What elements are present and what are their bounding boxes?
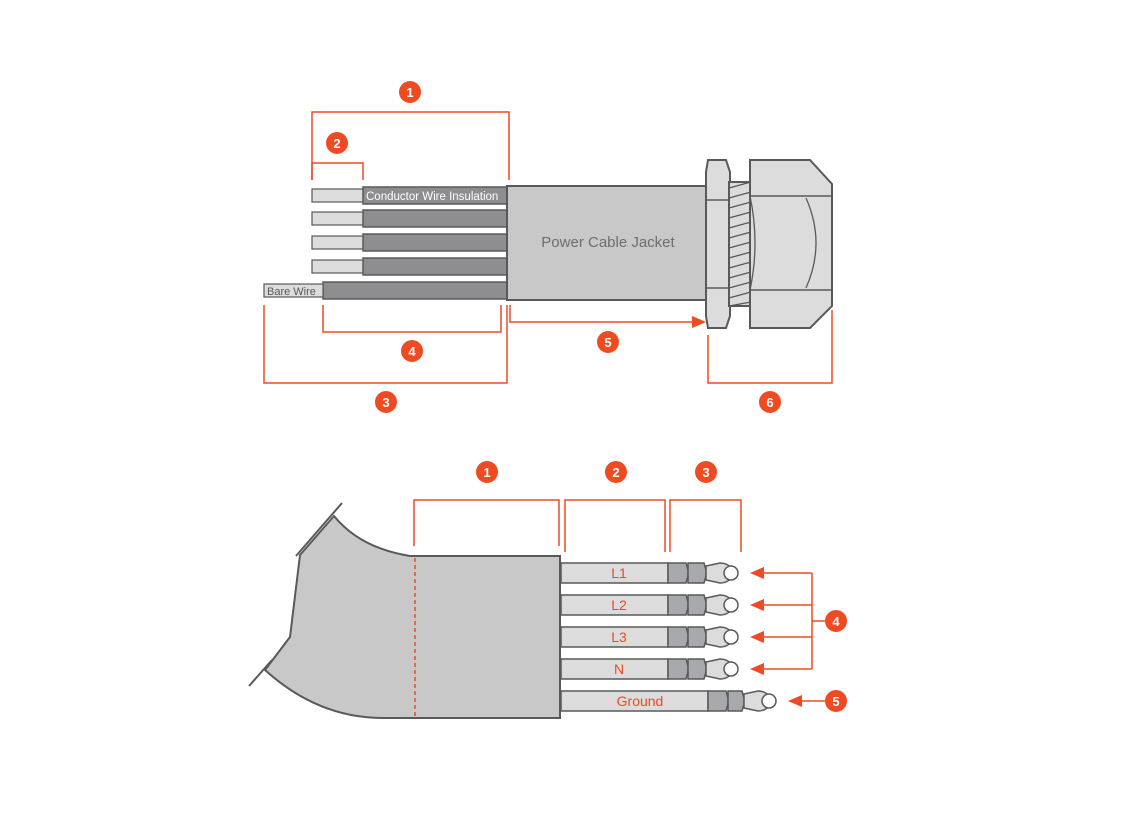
svg-text:5: 5 (604, 335, 611, 350)
ring-terminal-l1 (667, 562, 739, 584)
insulated-wire-3 (362, 233, 510, 252)
bare-wire-end-2 (311, 211, 365, 226)
bare-wire-label: Bare Wire (267, 286, 316, 298)
top-badge-6: 6 (759, 391, 781, 413)
bare-wire-conductor (322, 281, 510, 300)
svg-text:4: 4 (832, 614, 840, 629)
top-badge-5: 5 (597, 331, 619, 353)
bottom-dim-3-bracket (669, 499, 742, 552)
svg-text:1: 1 (483, 465, 490, 480)
top-badge-1: 1 (399, 81, 421, 103)
wire-l2: L2 (560, 594, 669, 616)
bottom-dimension-lines (413, 499, 826, 702)
wire-label-ground: Ground (617, 693, 664, 709)
top-diagram: Conductor Wire Insulation Bare Wire Powe… (263, 81, 833, 413)
cable-gland (705, 159, 833, 329)
top-badge-4: 4 (401, 340, 423, 362)
ring-terminal-l3 (667, 626, 739, 648)
power-cable-jacket (506, 185, 711, 301)
wire-label-n: N (614, 661, 624, 677)
bottom-badge-3: 3 (695, 461, 717, 483)
ring-terminal-n (667, 658, 739, 680)
bare-wire-end-1 (311, 188, 365, 203)
dim-5-arrowhead (692, 316, 706, 328)
bottom-dim-2-bracket (564, 499, 666, 552)
bottom-badge-4: 4 (825, 610, 847, 632)
dim-5-arrow-line (509, 305, 698, 323)
bottom-diagram: L1 L2 L3 N Ground (248, 461, 847, 719)
top-dimension-lines (263, 111, 833, 384)
svg-text:6: 6 (766, 395, 773, 410)
bottom-badge-5: 5 (825, 690, 847, 712)
wire-label-l1: L1 (611, 565, 627, 581)
svg-text:3: 3 (702, 465, 709, 480)
svg-text:1: 1 (406, 85, 413, 100)
wire-ground: Ground (560, 690, 709, 712)
cable-body (263, 514, 561, 719)
wire-label-l3: L3 (611, 629, 627, 645)
bottom-dim-1-bracket (413, 499, 560, 546)
gland-cap (749, 159, 833, 329)
bottom-badge-2: 2 (605, 461, 627, 483)
top-badge-2: 2 (326, 132, 348, 154)
svg-text:5: 5 (832, 694, 839, 709)
svg-text:2: 2 (612, 465, 619, 480)
dim-3-bracket (263, 305, 508, 384)
gland-nut (705, 159, 731, 329)
callout-4-leader (762, 572, 826, 670)
svg-text:4: 4 (408, 344, 416, 359)
cable-body-edge-upper (295, 502, 343, 557)
wire-n: N (560, 658, 669, 680)
wire-l3: L3 (560, 626, 669, 648)
insulated-wire-4 (362, 257, 510, 276)
dim-2-bracket (311, 162, 364, 180)
callout-arrowheads (750, 567, 802, 707)
power-cable-jacket-label: Power Cable Jacket (541, 234, 675, 251)
ring-terminal-ground (707, 690, 777, 712)
dim-4-bracket (322, 305, 502, 333)
cable-body-edge-lower (248, 659, 273, 687)
svg-text:3: 3 (382, 395, 389, 410)
dim-1-bracket (311, 111, 510, 180)
wire-l1: L1 (560, 562, 669, 584)
conductor-insulation-label: Conductor Wire Insulation (366, 191, 498, 203)
svg-text:2: 2 (333, 136, 340, 151)
dim-6-bracket (707, 310, 833, 384)
insulated-wire-2 (362, 209, 510, 228)
bare-wire-end-3 (311, 235, 365, 250)
top-badge-3: 3 (375, 391, 397, 413)
bare-wire-tag (263, 283, 324, 298)
bottom-badge-1: 1 (476, 461, 498, 483)
ring-terminal-l2 (667, 594, 739, 616)
bare-wire-end-4 (311, 259, 365, 274)
wire-label-l2: L2 (611, 597, 627, 613)
